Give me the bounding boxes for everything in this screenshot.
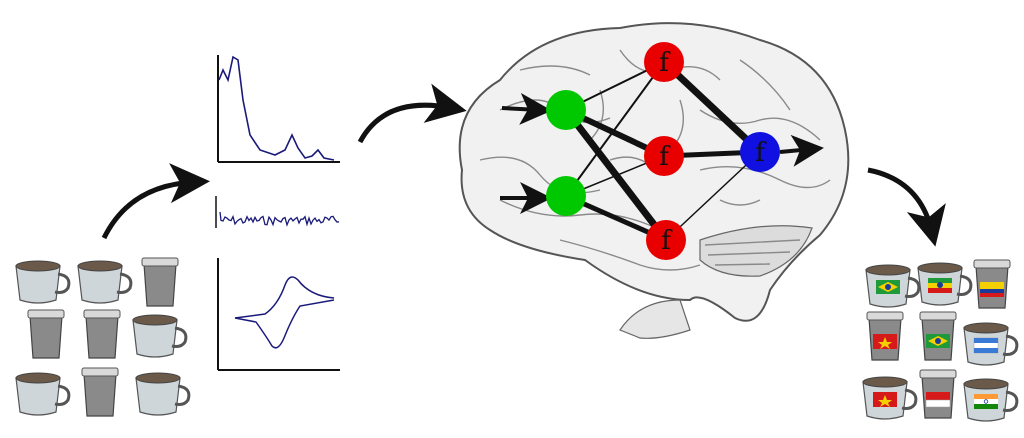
brazil-flag-icon bbox=[876, 280, 900, 294]
brazil-flag-icon bbox=[926, 334, 950, 348]
coffee-cup-icon bbox=[83, 309, 121, 359]
hidden-node-label: f bbox=[661, 226, 673, 256]
ethiopia-flag-icon bbox=[928, 278, 952, 293]
arrow-to-brain bbox=[357, 83, 467, 144]
india-flag-icon bbox=[974, 394, 998, 409]
output-arrow bbox=[779, 134, 824, 167]
input-node bbox=[546, 90, 586, 130]
output-node bbox=[740, 132, 780, 172]
vietnam-flag-icon bbox=[873, 334, 897, 349]
coffee-cup-icon bbox=[141, 257, 179, 307]
coffee-cup-icon bbox=[14, 371, 71, 417]
origin-cups-group bbox=[861, 259, 1019, 423]
coffee-cup-icon bbox=[14, 259, 71, 305]
coffee-cup-icon bbox=[27, 309, 65, 359]
waveform-plot bbox=[215, 196, 340, 228]
colombia-flag-icon bbox=[980, 282, 1004, 297]
coffee-cup-icon bbox=[134, 371, 191, 417]
arrow-to-origins bbox=[867, 167, 946, 247]
arrow-to-signals bbox=[101, 163, 210, 240]
vietnam-flag-icon bbox=[873, 392, 897, 407]
coffee-cup-icon bbox=[131, 313, 188, 359]
hidden-node-label: f bbox=[659, 48, 671, 78]
neural-network: f f f f bbox=[500, 42, 824, 260]
coffee-cup-icon bbox=[76, 259, 133, 305]
output-node-label: f bbox=[755, 138, 767, 168]
coffee-cup-icon bbox=[81, 367, 119, 417]
hidden-node bbox=[646, 220, 686, 260]
voltammogram-plot bbox=[217, 258, 340, 371]
hidden-node-label: f bbox=[659, 142, 671, 172]
spectrum-plot bbox=[217, 55, 340, 163]
indonesia-flag-icon bbox=[925, 392, 951, 408]
coffee-samples-group bbox=[14, 257, 191, 417]
input-arrow bbox=[501, 92, 552, 125]
honduras-flag-icon bbox=[973, 337, 999, 354]
input-node bbox=[546, 176, 586, 216]
hidden-node bbox=[644, 136, 684, 176]
signal-plots bbox=[215, 55, 340, 371]
hidden-node bbox=[644, 42, 684, 82]
